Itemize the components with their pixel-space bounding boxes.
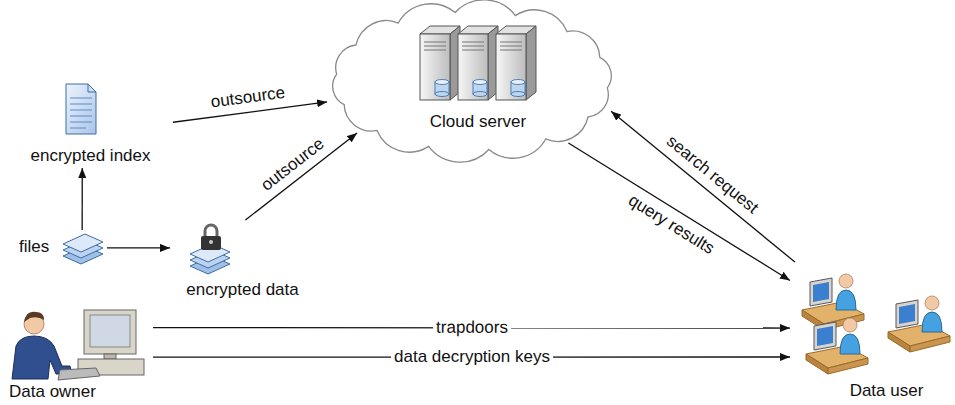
files-icon [63,234,103,264]
encrypted-data-node: encrypted data [170,220,315,302]
user-figures [802,274,950,374]
owner-figure [12,310,144,380]
edge-label: data decryption keys [391,348,553,367]
cloud-outline [333,0,612,162]
index-node: encrypted index [8,80,173,168]
cloud-node: Cloud server [322,0,622,162]
node-label: encrypted index [30,147,150,166]
edge-label: outsource [207,84,289,113]
node-label: encrypted data [186,281,298,300]
edge-label: search request [661,130,764,220]
server-rack [420,26,536,100]
encrypted-data-icon [190,225,230,274]
node-label: Data user [850,382,924,401]
arrow-connector [82,168,83,230]
node-label: files [19,238,49,257]
node-label: Cloud server [430,113,526,132]
arrow-connector [245,133,357,220]
node-label: Data owner [9,383,96,402]
arrow-connector [107,247,170,248]
edge-label: outsource [255,133,330,197]
cloud-outline [322,0,622,162]
document-icon [66,84,96,134]
user-node: Data user [790,262,953,404]
owner-node: Data owner [3,312,153,404]
edge-label: query results [622,189,720,259]
edge-label: trapdoors [433,318,511,337]
files-node: files [15,230,107,268]
